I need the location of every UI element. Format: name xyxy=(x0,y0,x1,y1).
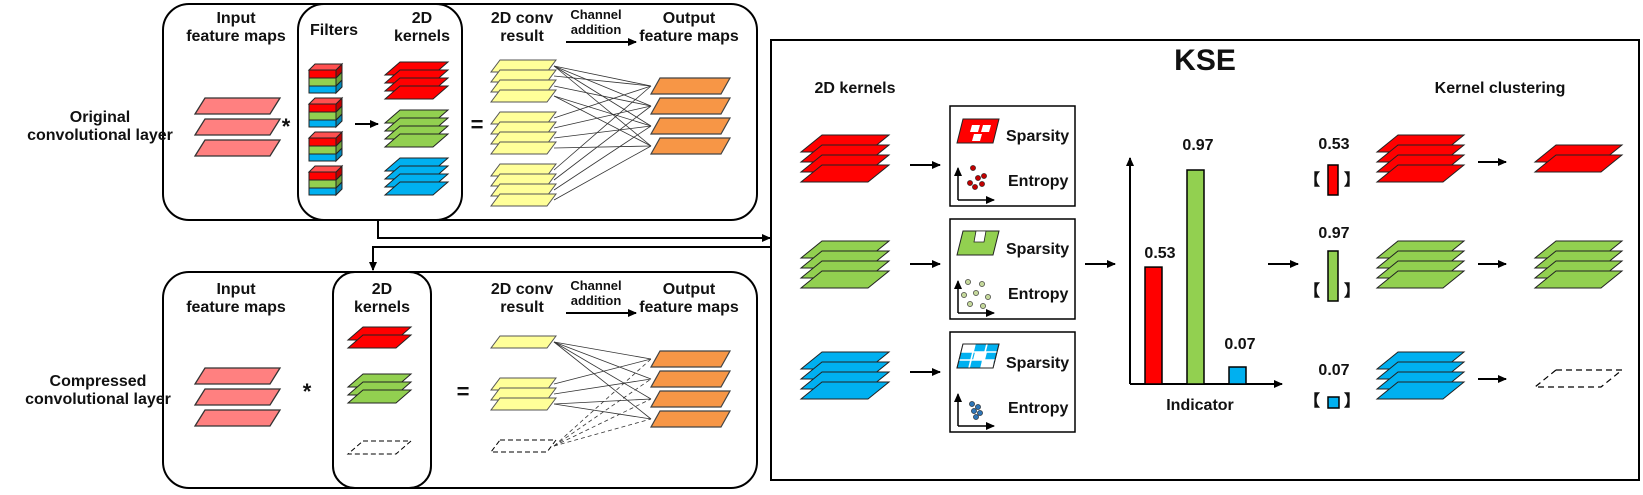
sparsity-icon-red xyxy=(956,118,1000,144)
original-layer-label: Original convolutional layer xyxy=(27,109,173,145)
bottom-input-feature-maps xyxy=(193,367,282,427)
kernel-clustering-label: Kernel clustering xyxy=(1434,80,1566,97)
cluster-input-stack-red xyxy=(1375,134,1466,183)
cluster-value-red: 0.53 xyxy=(1318,136,1350,153)
top-channel-addition-lines xyxy=(553,65,652,201)
kse-panel xyxy=(770,39,1640,481)
cluster-bar-blue xyxy=(1327,396,1340,409)
bracket-right-green: 】 xyxy=(1343,283,1360,300)
kse-kernel-stack-green xyxy=(799,240,891,289)
indicator-bar-red xyxy=(1144,266,1163,385)
indicator-bar-green xyxy=(1186,169,1205,385)
filters-label: Filters xyxy=(309,22,358,39)
bottom-kernel-pruned xyxy=(346,440,413,455)
top-output-feature-maps xyxy=(649,77,732,155)
kse-kernel-stack-red xyxy=(799,134,891,183)
cluster-input-stack-green xyxy=(1375,240,1466,289)
indicator-value-green: 0.97 xyxy=(1182,137,1214,154)
compressed-layer-panel xyxy=(162,271,758,489)
sparsity-icon-blue xyxy=(956,343,1000,369)
compressed-kernels-box xyxy=(332,271,432,489)
indicator-axis-label: Indicator xyxy=(1166,397,1234,414)
cluster-bar-green xyxy=(1327,250,1339,302)
entropy-label-red: Entropy xyxy=(1008,173,1069,190)
bracket-left-green: 【 xyxy=(1303,283,1320,300)
bottom-input-label: Input feature maps xyxy=(186,281,286,317)
top-conv-result-maps xyxy=(490,59,557,207)
kse-title: KSE xyxy=(1174,44,1236,77)
cluster-output-red xyxy=(1533,144,1624,173)
bracket-left-red: 【 xyxy=(1303,172,1320,189)
sparsity-icon-green xyxy=(956,230,1000,256)
top-input-label: Input feature maps xyxy=(186,10,286,46)
sparsity-label-green: Sparsity xyxy=(1006,241,1070,258)
indicator-value-blue: 0.07 xyxy=(1224,336,1256,353)
top-equals-symbol: = xyxy=(470,112,484,137)
compressed-layer-label: Compressed convolutional layer xyxy=(25,373,171,409)
bottom-kernel-red xyxy=(346,326,413,349)
top-kernel-stack-red xyxy=(383,61,450,100)
top-kernel-stack-blue xyxy=(383,157,450,196)
top-conv-result-label: 2D conv result xyxy=(490,10,554,46)
top-kernels-label: 2D kernels xyxy=(393,10,451,46)
top-channel-addition-label: Channel addition xyxy=(570,7,622,37)
top-input-feature-maps xyxy=(193,97,282,157)
bottom-pruned-lines xyxy=(553,358,652,447)
cluster-value-green: 0.97 xyxy=(1318,225,1350,242)
cluster-output-green xyxy=(1533,240,1624,289)
bracket-right-red: 】 xyxy=(1343,172,1360,189)
bottom-kernel-stack-green xyxy=(346,373,413,404)
original-layer-panel xyxy=(162,3,758,221)
top-conv-symbol: * xyxy=(281,114,291,139)
sparsity-label-blue: Sparsity xyxy=(1006,355,1070,372)
kse-row-arrows xyxy=(910,158,1507,383)
cluster-bar-red xyxy=(1327,164,1339,196)
filters-kernels-box xyxy=(297,3,463,221)
sparsity-label-red: Sparsity xyxy=(1006,128,1070,145)
cluster-value-blue: 0.07 xyxy=(1318,362,1350,379)
kse-kernel-stack-blue xyxy=(799,351,891,400)
cluster-output-pruned xyxy=(1533,369,1624,388)
indicator-value-red: 0.53 xyxy=(1144,245,1176,262)
top-kernel-stack-green xyxy=(383,109,450,148)
panel-connectors xyxy=(369,220,771,271)
filter-cubes xyxy=(307,62,344,197)
indicator-bars xyxy=(1144,169,1247,385)
entropy-label-blue: Entropy xyxy=(1008,400,1069,417)
bottom-conv-result-maps xyxy=(490,335,557,411)
bracket-right-blue: 】 xyxy=(1343,393,1360,410)
bottom-equals-symbol: = xyxy=(456,379,470,404)
entropy-icon-red xyxy=(954,165,995,204)
bottom-kernels-label: 2D kernels xyxy=(353,281,411,317)
bottom-channel-addition-lines xyxy=(553,341,652,420)
indicator-bar-blue xyxy=(1228,366,1247,385)
cluster-input-stack-blue xyxy=(1375,351,1466,400)
entropy-label-green: Entropy xyxy=(1008,286,1069,303)
bottom-conv-symbol: * xyxy=(302,379,312,404)
bottom-channel-addition-label: Channel addition xyxy=(570,278,622,308)
kse-kernels-label: 2D kernels xyxy=(814,80,896,97)
bottom-conv-result-pruned xyxy=(490,439,557,453)
top-output-label: Output feature maps xyxy=(639,10,739,46)
entropy-icon-green xyxy=(954,279,995,317)
bracket-left-blue: 【 xyxy=(1303,393,1320,410)
bottom-conv-result-label: 2D conv result xyxy=(490,281,554,317)
bottom-output-label: Output feature maps xyxy=(639,281,739,317)
bottom-output-feature-maps xyxy=(649,350,732,428)
entropy-icon-blue xyxy=(954,393,995,430)
